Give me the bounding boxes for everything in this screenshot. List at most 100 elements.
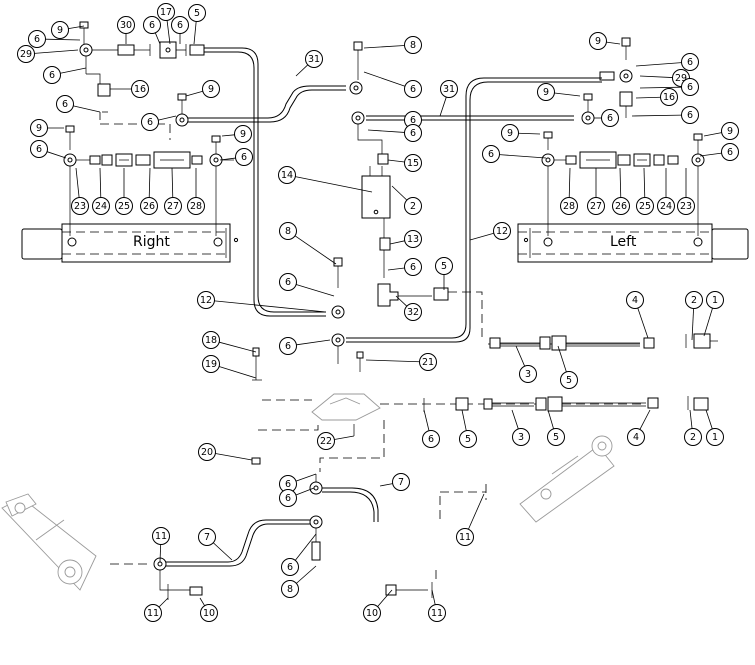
callout-balloon-24: 24 [92,197,110,215]
callout-balloon-31: 31 [440,80,458,98]
callout-number: 18 [205,335,217,346]
callout-balloon-21: 21 [419,353,437,371]
callout-number: 9 [507,128,513,139]
callout-number: 6 [177,20,183,31]
callout-leader [389,240,405,245]
callout-number: 6 [607,113,613,124]
callout-number: 6 [428,434,434,445]
callout-number: 6 [410,128,416,139]
callout-leader [703,132,722,137]
callout-number: 10 [203,608,215,619]
callout-leader [185,90,203,97]
callout-balloon-6: 6 [235,148,253,166]
callout-leader [377,589,393,607]
callout-leader [639,409,651,430]
callout-number: 6 [36,144,42,155]
callout-number: 8 [287,584,293,595]
callout-number: 8 [410,40,416,51]
callout-number: 8 [285,226,291,237]
left-cylinder: Left [517,223,749,263]
callout-balloon-6: 6 [681,78,699,96]
callout-leader [431,589,436,605]
callout-leader [639,75,673,78]
right-cylinder: Right [21,223,239,263]
callout-number: 6 [687,82,693,93]
callout-balloon-5: 5 [560,371,578,389]
callout-number: 25 [118,201,130,212]
callout-leader [295,487,315,496]
callout-number: 6 [147,117,153,128]
callout-number: 15 [407,158,419,169]
callout-number: 1 [712,432,718,443]
callout-balloon-6: 6 [681,106,699,124]
callout-balloon-9: 9 [589,32,607,50]
callout-balloon-7: 7 [198,528,216,546]
callout-leader [557,345,567,373]
callout-leader [635,96,661,99]
callout-leader [221,134,235,137]
callout-leader [334,435,355,440]
callout-balloon-6: 6 [404,124,422,142]
callout-balloon-28: 28 [187,197,205,215]
callout-balloon-8: 8 [279,222,297,240]
callout-number: 6 [285,341,291,352]
callout-leader [511,409,519,430]
callout-leader [469,232,494,241]
callout-number: 22 [320,436,332,447]
callout-leader [68,25,85,29]
callout-leader [219,157,236,161]
callout-leader [193,21,197,45]
ghost-cylinder-left [1,493,97,591]
callout-leader [643,167,646,198]
callout-leader [60,67,87,74]
callout-number: 24 [95,201,107,212]
callout-number: 4 [633,432,639,443]
callout-balloon-32: 32 [404,303,422,321]
callout-balloon-6: 6 [143,16,161,34]
callout-number: 9 [543,87,549,98]
callout-leader [367,129,405,133]
callout-number: 5 [566,375,572,386]
callout-balloon-10: 10 [363,604,381,622]
callout-balloon-4: 4 [627,428,645,446]
callout-balloon-6: 6 [171,16,189,34]
callout-number: 30 [120,20,132,31]
callout-balloon-16: 16 [660,88,678,106]
callout-number: 7 [204,532,210,543]
callout-balloon-6: 6 [279,337,297,355]
mount-bracket [251,347,646,472]
callout-leader [166,20,171,45]
callout-balloon-23: 23 [71,197,89,215]
callout-number: 27 [167,201,179,212]
callout-number: 6 [410,262,416,273]
callout-number: 5 [441,261,447,272]
callout-balloon-5: 5 [547,428,565,446]
callout-balloon-18: 18 [202,331,220,349]
callout-balloon-6: 6 [279,273,297,291]
callout-leader [294,533,317,561]
right-cylinder-label: Right [133,234,170,250]
callout-number: 6 [62,99,68,110]
callout-balloon-3: 3 [512,428,530,446]
callout-balloon-16: 16 [131,80,149,98]
callout-leader [34,49,79,54]
callout-leader [631,114,682,117]
callout-leader [499,154,547,159]
callout-leader [46,151,67,159]
callout-number: 4 [632,295,638,306]
callout-balloon-6: 6 [404,80,422,98]
callout-number: 23 [74,201,86,212]
callout-balloon-8: 8 [404,36,422,54]
callout-leader [554,92,581,97]
callout-balloon-27: 27 [164,197,182,215]
callout-number: 31 [308,54,320,65]
callout-number: 6 [687,110,693,121]
callout-balloon-15: 15 [404,154,422,172]
callout-number: 1 [712,295,718,306]
callout-number: 9 [595,36,601,47]
callout-leader [215,453,253,461]
callout-balloon-2: 2 [684,428,702,446]
callout-balloon-7: 7 [392,473,410,491]
callout-number: 21 [422,357,434,368]
callout-balloon-26: 26 [140,197,158,215]
